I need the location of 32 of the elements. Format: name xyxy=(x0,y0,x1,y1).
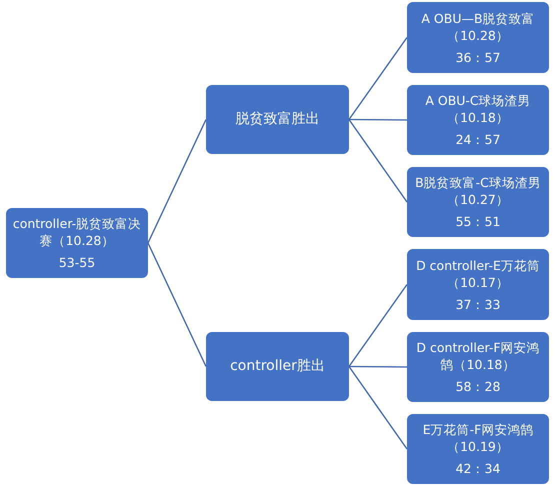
connector-line xyxy=(349,366,407,368)
winner-title: controller胜出 xyxy=(230,358,325,375)
connector-line xyxy=(348,284,408,367)
connector-line xyxy=(348,366,408,450)
match-box xyxy=(407,332,549,402)
connector-line xyxy=(147,242,207,367)
match-box xyxy=(407,85,549,155)
connector-line xyxy=(348,37,408,120)
match-box xyxy=(407,2,549,73)
match-box xyxy=(407,249,549,320)
match-title: D controller-F网安鸿鹄（10.18） xyxy=(415,339,541,373)
match-title: D controller-E万花筒（10.17） xyxy=(415,256,541,290)
match-box xyxy=(407,414,549,484)
match-title: E万花筒-F网安鸿鹄（10.19） xyxy=(422,421,534,455)
score-text: 36：57 xyxy=(456,48,500,66)
match-title: A OBU-C球场渣男（10.18） xyxy=(424,92,532,126)
score-text: 42：34 xyxy=(456,460,500,477)
match-title: B脱贫致富-C球场渣男（10.27） xyxy=(414,174,542,208)
connector-line xyxy=(147,119,207,244)
score-text: 37：33 xyxy=(456,296,500,312)
match-title: controller-脱贫致富决赛（10.28） xyxy=(12,215,142,249)
winner-box xyxy=(206,332,349,401)
winner-box xyxy=(206,85,349,154)
score-text: 53-55 xyxy=(58,254,96,271)
match-box xyxy=(6,208,148,278)
score-text: 24：57 xyxy=(456,131,500,148)
score-text: 58：28 xyxy=(456,378,500,395)
score-text: 55：51 xyxy=(456,213,500,230)
match-title: A OBU—B脱贫致富（10.28） xyxy=(420,10,536,44)
winner-title: 脱贫致富胜出 xyxy=(236,111,320,128)
connector-line xyxy=(349,118,407,121)
match-box xyxy=(407,167,549,237)
